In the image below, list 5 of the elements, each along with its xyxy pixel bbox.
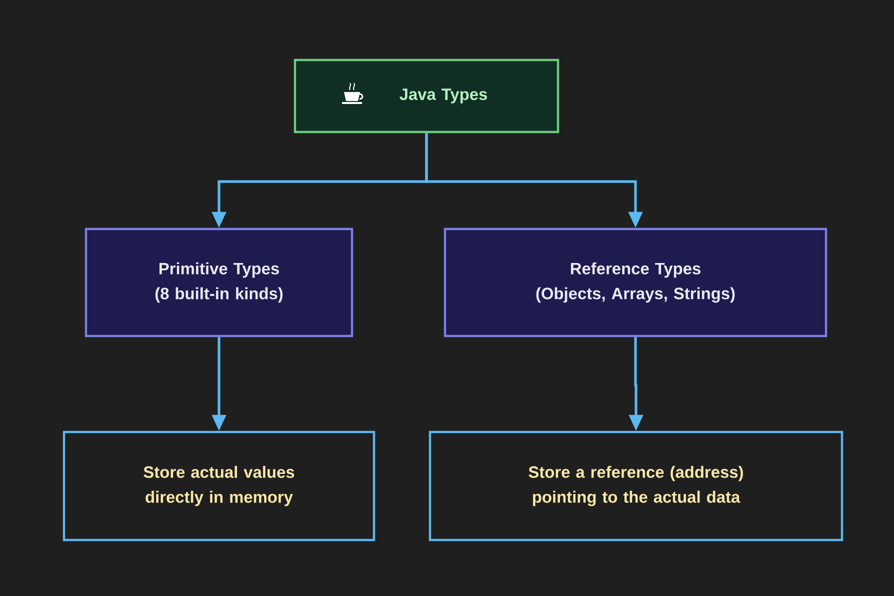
root-box: Java Types xyxy=(294,58,560,134)
category-box: Primitive Types (8 built-in kinds) xyxy=(84,228,354,338)
description-box: Store a reference (address) pointing to the actual data xyxy=(428,430,844,542)
category-box: Reference Types (Objects, Arrays, Strings) xyxy=(444,228,828,338)
description-box: Store actual values directly in memory xyxy=(62,430,376,542)
